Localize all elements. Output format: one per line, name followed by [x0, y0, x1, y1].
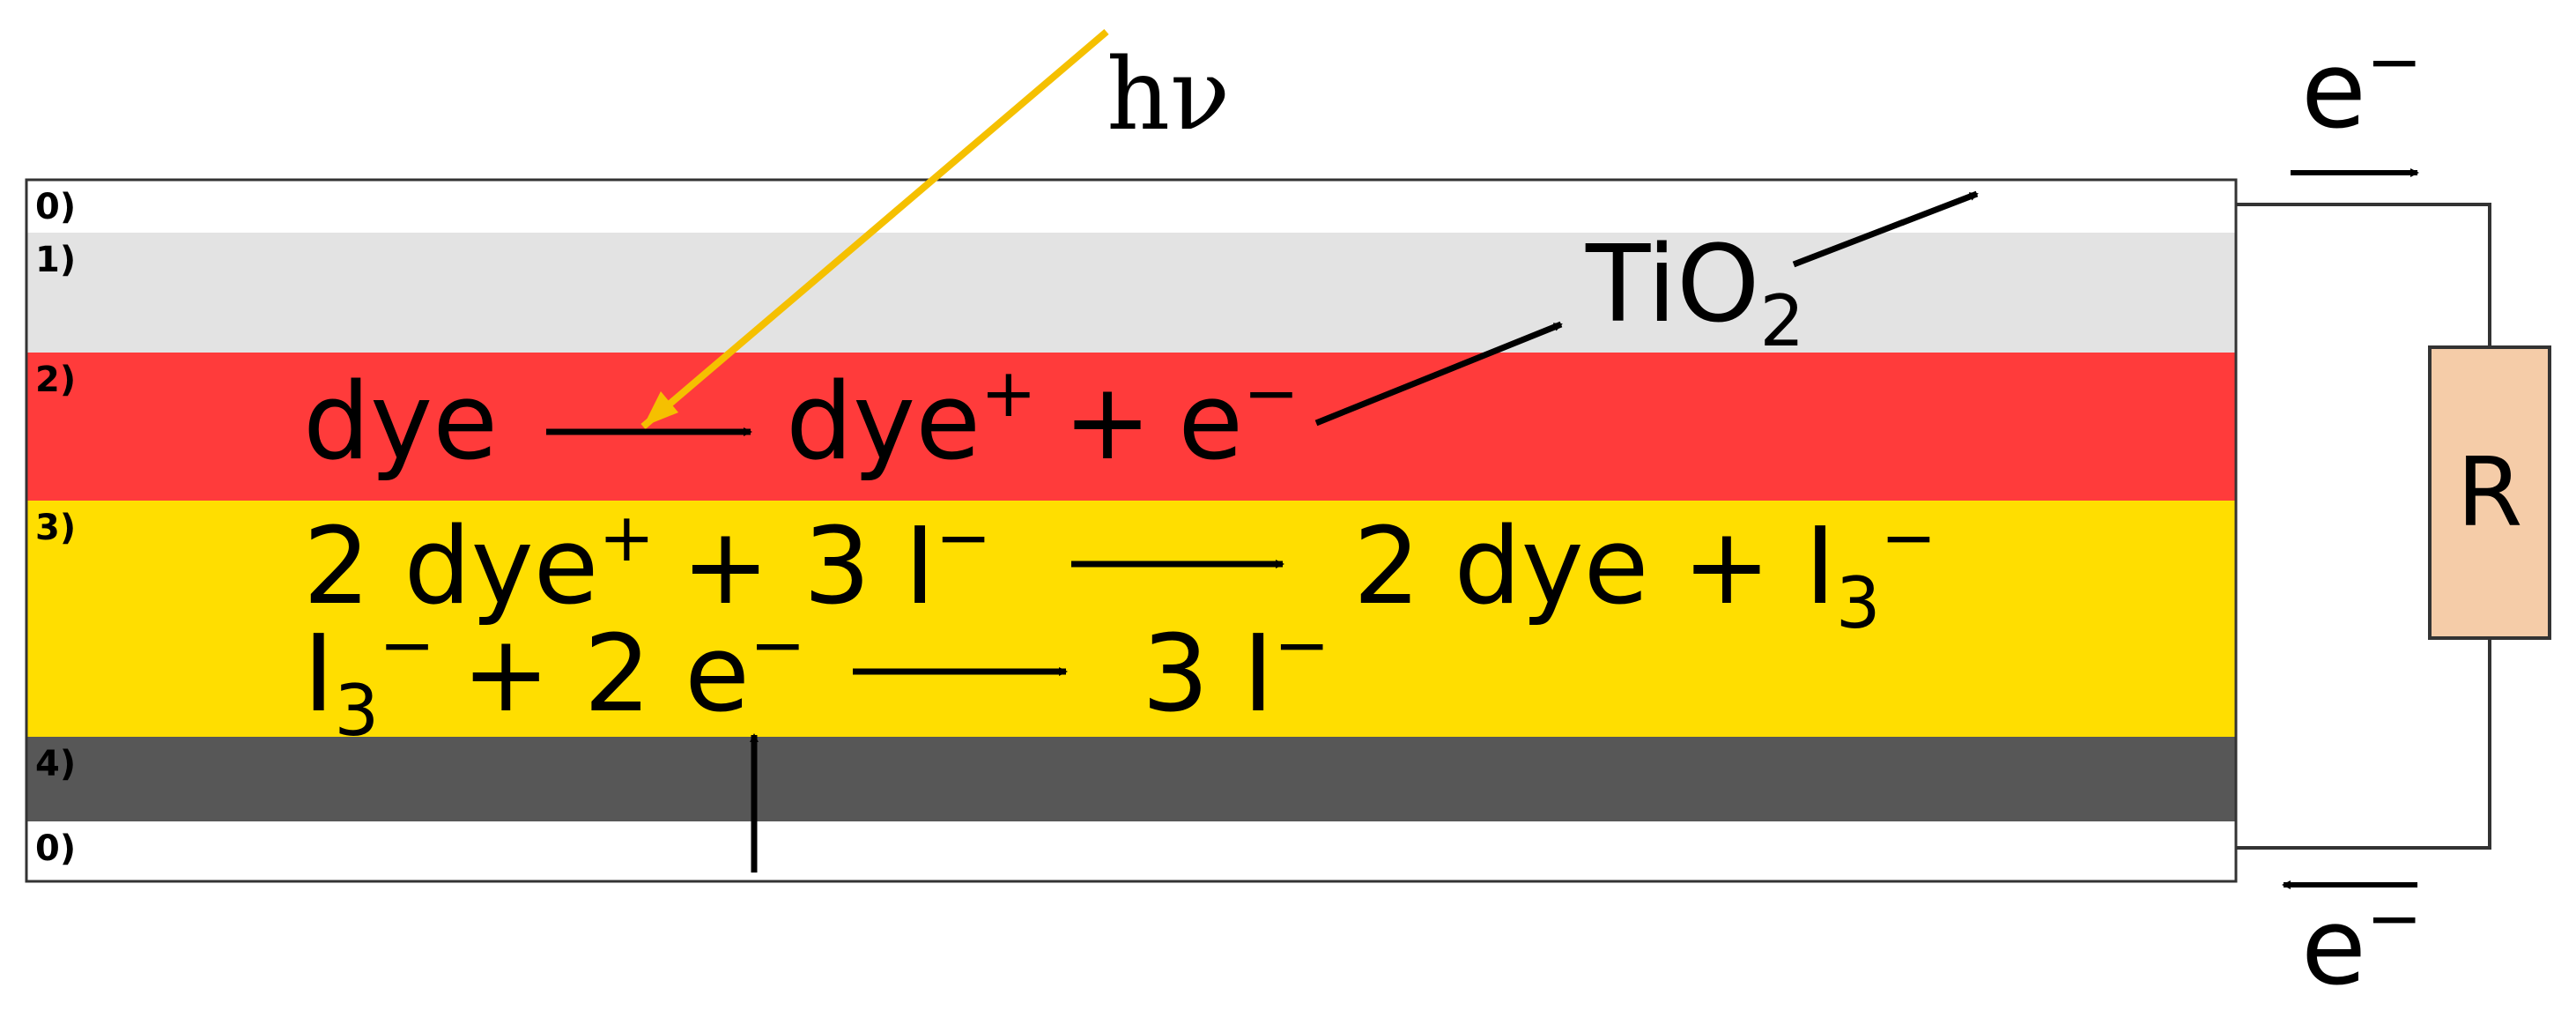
circuit-wire-top: [2236, 203, 2491, 347]
electron-top-label: e−: [2301, 22, 2423, 152]
light-label: hν: [1107, 38, 1230, 152]
eq3-lhs-a: I: [303, 613, 334, 736]
eq3-rhs: 3 I−: [1142, 605, 1330, 736]
layer-0-bottom: [26, 821, 2236, 881]
light-ray: [640, 28, 1109, 430]
layer-label-2: 2): [35, 360, 76, 400]
eq3-plus: + 2 e: [462, 613, 750, 736]
layer-4-counter-electrode: [26, 737, 2236, 821]
layer-label-4: 4): [35, 744, 76, 784]
eq3-plus-sup: −: [750, 605, 806, 684]
external-circuit: R: [2236, 203, 2551, 850]
layer-label-1: 1): [35, 240, 76, 280]
eq2-rhs: 2 dye + I3−: [1353, 498, 1936, 644]
eq1-products: dye++e−: [786, 353, 1299, 484]
eq1-product-a: dye: [786, 361, 981, 484]
electron-bottom: e: [2301, 887, 2366, 1009]
resistor-label: R: [2456, 438, 2522, 548]
eq2-lhs-b: + 3 I: [681, 506, 936, 628]
layer-label-3: 3): [35, 508, 76, 548]
layer-1-tio2: [26, 233, 2236, 353]
eq2-lhs-b-sup: −: [936, 498, 992, 576]
arrow-to-tio2: [1314, 321, 1563, 427]
layer-3-electrolyte: [26, 501, 2236, 737]
eq2-rhs-sup: −: [1881, 498, 1937, 576]
eq3-lhs-sub: 3: [334, 670, 379, 752]
eq2-lhs: 2 dye+ + 3 I−: [303, 498, 991, 628]
eq1-product-b: e: [1178, 361, 1243, 484]
cell-outline: [25, 178, 2238, 883]
layer-label-0-top: 0): [35, 187, 76, 227]
layer-label-0-bottom: 0): [35, 828, 76, 869]
arrow-tio2-out: [1792, 190, 1979, 268]
eq3-lhs: I3−+ 2 e−: [303, 605, 806, 752]
eq1-product-b-sup: −: [1243, 353, 1299, 432]
light-arrowhead: [643, 391, 678, 427]
electron-bottom-sup: −: [2366, 879, 2423, 957]
resistor: [2428, 345, 2551, 640]
tio2-base: TiO: [1585, 224, 1759, 346]
eq2-lhs-a-sup: +: [599, 498, 655, 576]
eq3-rhs-a: 3 I: [1142, 613, 1274, 736]
eq1-plus: +: [1063, 361, 1152, 484]
cell-layers: [25, 178, 2238, 883]
eq2-lhs-a: 2 dye: [303, 506, 599, 628]
electron-top: e: [2301, 30, 2366, 152]
circuit-wire-bottom: [2236, 638, 2491, 850]
layer-2-dye: [26, 353, 2236, 501]
eq1-reactant: dye: [303, 361, 498, 484]
layer-0-top: [26, 180, 2236, 233]
tio2-label: TiO2: [1585, 224, 1804, 362]
eq2-rhs-sub: 3: [1836, 562, 1881, 644]
eq3-rhs-sup: −: [1274, 605, 1330, 684]
electron-top-sup: −: [2366, 22, 2423, 100]
tio2-subscript: 2: [1759, 280, 1804, 362]
eq3-lhs-sup: −: [379, 605, 435, 684]
eq1-product-a-sup: +: [981, 353, 1037, 432]
electron-bottom-label: e−: [2301, 879, 2423, 1009]
eq2-rhs-a: 2 dye + I: [1353, 506, 1836, 628]
